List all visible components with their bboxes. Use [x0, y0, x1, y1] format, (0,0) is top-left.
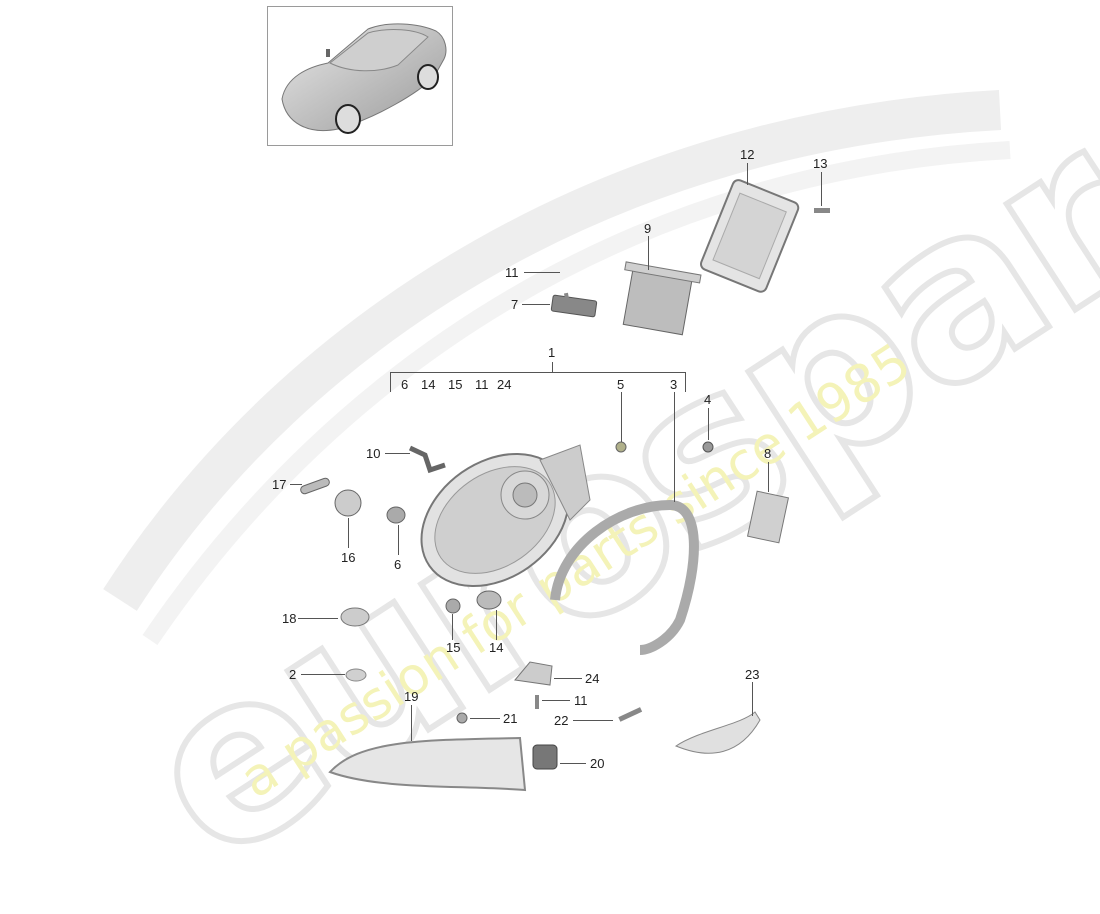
- bolt-22[interactable]: [618, 707, 643, 722]
- callout-13[interactable]: 13: [813, 156, 828, 171]
- screw-4[interactable]: [702, 441, 714, 453]
- headlight-housing[interactable]: [396, 427, 594, 614]
- callout-20[interactable]: 20: [590, 756, 605, 771]
- callout-19[interactable]: 19: [404, 689, 419, 704]
- trim-strip[interactable]: [550, 499, 699, 655]
- bracket-label-11: 11: [475, 377, 489, 392]
- bracket-label-6: 6: [401, 377, 409, 392]
- callout-10[interactable]: 10: [366, 446, 381, 461]
- side-marker-23[interactable]: [674, 711, 761, 754]
- screw-13[interactable]: [814, 208, 830, 213]
- callout-24[interactable]: 24: [585, 671, 600, 686]
- bracket-label-24: 24: [497, 377, 512, 392]
- leader-20: [560, 763, 586, 764]
- callout-6[interactable]: 6: [394, 557, 402, 572]
- leader-14: [496, 610, 497, 640]
- leader-22: [573, 720, 613, 721]
- group-bracket-right: [685, 372, 686, 392]
- led-driver[interactable]: [746, 490, 790, 544]
- cap-18[interactable]: [340, 607, 370, 627]
- vehicle-thumbnail: [267, 6, 453, 146]
- callout-15[interactable]: 15: [446, 640, 461, 655]
- fan-20[interactable]: [532, 744, 558, 770]
- callout-5[interactable]: 5: [617, 377, 625, 392]
- screw-11-top[interactable]: [563, 292, 571, 306]
- callout-14[interactable]: 14: [489, 640, 504, 655]
- leader-10: [385, 453, 410, 454]
- bracket-24[interactable]: [514, 661, 553, 686]
- bracket-label-14: 14: [421, 377, 436, 392]
- callout-3[interactable]: 3: [670, 377, 678, 392]
- bulb-6[interactable]: [386, 506, 406, 524]
- callout-2[interactable]: 2: [289, 667, 297, 682]
- leader-18: [298, 618, 338, 619]
- leader-12: [747, 163, 748, 185]
- leader-6: [398, 525, 399, 555]
- parts-drawing: [300, 178, 830, 792]
- leader-24: [554, 678, 582, 679]
- leader-15: [452, 614, 453, 640]
- cap-15[interactable]: [445, 598, 461, 614]
- drl-19[interactable]: [328, 736, 527, 792]
- leader-8: [768, 462, 769, 492]
- nut-21[interactable]: [456, 712, 468, 724]
- group-bracket-stem: [552, 362, 553, 372]
- leader-17: [290, 484, 302, 485]
- callout-11-top[interactable]: 11: [505, 265, 519, 280]
- car-icon: [281, 23, 447, 134]
- leader-3: [674, 392, 675, 502]
- callout-7[interactable]: 7: [511, 297, 519, 312]
- callout-16[interactable]: 16: [341, 550, 356, 565]
- control-unit[interactable]: [699, 178, 800, 293]
- leader-13: [821, 172, 822, 206]
- clip-17[interactable]: [300, 477, 331, 495]
- leader-16: [348, 518, 349, 548]
- screw-5[interactable]: [615, 441, 627, 453]
- leader-23: [752, 682, 753, 716]
- bulb-holder-16[interactable]: [334, 489, 362, 517]
- leader-19: [411, 705, 412, 741]
- bracket-module[interactable]: [615, 261, 702, 336]
- led-module[interactable]: [550, 294, 598, 318]
- callout-11-bottom[interactable]: 11: [574, 693, 588, 708]
- bracket-label-15: 15: [448, 377, 463, 392]
- callout-23[interactable]: 23: [745, 667, 760, 682]
- screw-11-bottom[interactable]: [535, 695, 539, 709]
- leader-2: [301, 674, 345, 675]
- leader-21: [470, 718, 500, 719]
- group-bracket-line: [390, 372, 685, 373]
- callout-17[interactable]: 17: [272, 477, 287, 492]
- callout-21[interactable]: 21: [503, 711, 518, 726]
- leader-5: [621, 392, 622, 442]
- leader-7: [522, 304, 550, 305]
- leader-9: [648, 236, 649, 270]
- callout-22[interactable]: 22: [554, 713, 569, 728]
- grommet-2[interactable]: [345, 668, 367, 682]
- leader-11-bottom: [542, 700, 570, 701]
- leader-4: [708, 408, 709, 440]
- callout-8[interactable]: 8: [764, 446, 772, 461]
- callout-4[interactable]: 4: [704, 392, 712, 407]
- callout-12[interactable]: 12: [740, 147, 755, 162]
- cap-14[interactable]: [476, 590, 502, 610]
- leader-11-top: [524, 272, 560, 273]
- callout-1[interactable]: 1: [548, 345, 556, 360]
- group-bracket-left: [390, 372, 391, 392]
- callout-18[interactable]: 18: [282, 611, 297, 626]
- wiring-10[interactable]: [408, 445, 446, 474]
- callout-9[interactable]: 9: [644, 221, 652, 236]
